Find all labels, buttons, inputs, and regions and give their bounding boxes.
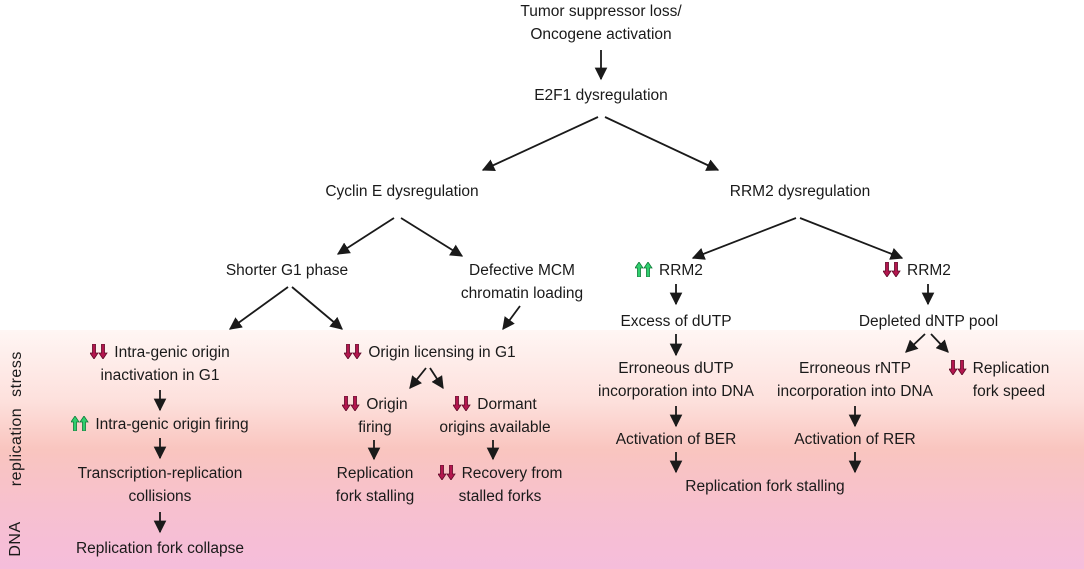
node-fork-stalling-left-line1: Replication — [336, 465, 414, 482]
arrow-depleted-to-rntp-inc — [905, 333, 926, 353]
node-origin-firing-label1: Origin — [366, 396, 408, 413]
node-recovery-line2: stalled forks — [458, 488, 542, 505]
node-fork-stalling-left-line2: fork stalling — [335, 488, 415, 505]
double-down-arrow-icon — [883, 262, 901, 277]
node-fork-collapse: Replication fork collapse — [75, 540, 244, 557]
node-dormant-origins-line1: Dormant — [425, 393, 565, 416]
node-transcription-replication: Transcription-replication collisions — [45, 462, 275, 508]
node-origin-firing: Origin firing — [330, 393, 420, 439]
double-up-arrow-icon — [635, 262, 653, 277]
double-down-arrow-icon — [342, 396, 361, 411]
node-origin-firing-line2: firing — [358, 419, 392, 436]
node-tumor-suppressor: Tumor suppressor loss/ Oncogene activati… — [501, 0, 701, 46]
node-excess-dutp: Excess of dUTP — [620, 313, 732, 330]
double-down-arrow-icon — [453, 396, 472, 411]
arrow-cyclin-to-g1 — [336, 217, 395, 255]
node-recovery-label1: Recovery from — [461, 465, 563, 482]
node-transcription-replication-line2: collisions — [128, 488, 192, 505]
node-intragenic-inactivation-line2: inactivation in G1 — [100, 367, 220, 384]
node-intragenic-inactivation-label1: Intra-genic origin — [114, 344, 230, 361]
node-fork-speed: Replication fork speed — [938, 357, 1060, 403]
node-recovery: Recovery from stalled forks — [425, 462, 575, 508]
node-shorter-g1: Shorter G1 phase — [225, 262, 349, 279]
node-intragenic-inactivation-line1: Intra-genic origin — [70, 341, 250, 364]
node-erroneous-dutp-line2: incorporation into DNA — [598, 383, 754, 400]
double-down-arrow-icon — [344, 344, 363, 359]
replication-stress-band — [0, 330, 1084, 569]
arrow-g1-to-licensing — [291, 286, 343, 330]
arrow-depleted-to-fork-speed — [930, 333, 949, 353]
node-intragenic-firing-label: Intra-genic origin firing — [95, 416, 249, 433]
arrow-rrm2-to-down — [799, 217, 904, 260]
node-defective-mcm-line2: chromatin loading — [460, 285, 584, 302]
node-defective-mcm: Defective MCM chromatin loading — [442, 259, 602, 305]
node-origin-licensing-label: Origin licensing in G1 — [368, 344, 516, 361]
node-rrm2-up-label: RRM2 — [659, 262, 703, 279]
node-fork-speed-label1: Replication — [972, 360, 1050, 377]
node-rrm2-up: RRM2 — [635, 259, 703, 282]
arrow-e2f1-to-rrm2 — [604, 116, 720, 171]
node-intragenic-inactivation: Intra-genic origin inactivation in G1 — [70, 341, 250, 387]
node-fork-speed-line1: Replication — [938, 357, 1060, 380]
arrow-licensing-to-origin-firing — [409, 367, 427, 389]
node-intragenic-firing: Intra-genic origin firing — [50, 413, 270, 436]
node-fork-stalling-left: Replication fork stalling — [320, 462, 430, 508]
node-rrm2-down-label: RRM2 — [907, 262, 951, 279]
node-depleted-dntp: Depleted dNTP pool — [858, 313, 999, 330]
node-fork-stalling-right: Replication fork stalling — [685, 478, 845, 495]
node-e2f1-dysregulation: E2F1 dysregulation — [534, 87, 668, 104]
node-erroneous-dutp-line1: Erroneous dUTP — [618, 360, 734, 377]
node-cyclin-e-dysregulation: Cyclin E dysregulation — [325, 183, 479, 200]
node-dormant-origins: Dormant origins available — [425, 393, 565, 439]
node-rrm2-dysregulation: RRM2 dysregulation — [729, 183, 871, 200]
side-label-dna: DNA — [7, 521, 24, 557]
node-defective-mcm-line1: Defective MCM — [469, 262, 575, 279]
node-tumor-suppressor-line1: Tumor suppressor loss/ — [520, 3, 682, 20]
arrow-licensing-to-dormant — [429, 367, 444, 390]
node-transcription-replication-line1: Transcription-replication — [77, 465, 243, 482]
node-erroneous-rntp-line1: Erroneous rNTP — [799, 360, 911, 377]
double-down-arrow-icon — [948, 360, 967, 375]
node-dormant-origins-label1: Dormant — [477, 396, 537, 413]
node-tumor-suppressor-line2: Oncogene activation — [530, 26, 672, 43]
node-erroneous-rntp: Erroneous rNTP incorporation into DNA — [770, 357, 940, 403]
node-erroneous-rntp-line2: incorporation into DNA — [777, 383, 933, 400]
node-activation-ber: Activation of BER — [615, 431, 737, 448]
node-rrm2-down: RRM2 — [883, 259, 951, 282]
arrow-g1-to-intragenic — [228, 286, 289, 330]
arrow-cyclin-to-mcm — [400, 217, 464, 257]
node-origin-firing-line1: Origin — [330, 393, 420, 416]
double-down-arrow-icon — [90, 344, 109, 359]
node-dormant-origins-line2: origins available — [439, 419, 551, 436]
side-label-replication: replication — [8, 407, 25, 487]
arrow-e2f1-to-cyclin-e — [481, 116, 599, 171]
double-up-arrow-icon — [71, 416, 90, 431]
node-erroneous-dutp: Erroneous dUTP incorporation into DNA — [581, 357, 771, 403]
arrow-mcm-to-licensing — [502, 305, 521, 331]
double-down-arrow-icon — [437, 465, 456, 480]
node-origin-licensing: Origin licensing in G1 — [330, 341, 530, 364]
arrow-rrm2-to-up — [691, 217, 797, 260]
side-label-stress: stress — [8, 351, 25, 397]
node-fork-speed-line2: fork speed — [972, 383, 1046, 400]
node-recovery-line1: Recovery from — [425, 462, 575, 485]
node-activation-rer: Activation of RER — [794, 431, 916, 448]
